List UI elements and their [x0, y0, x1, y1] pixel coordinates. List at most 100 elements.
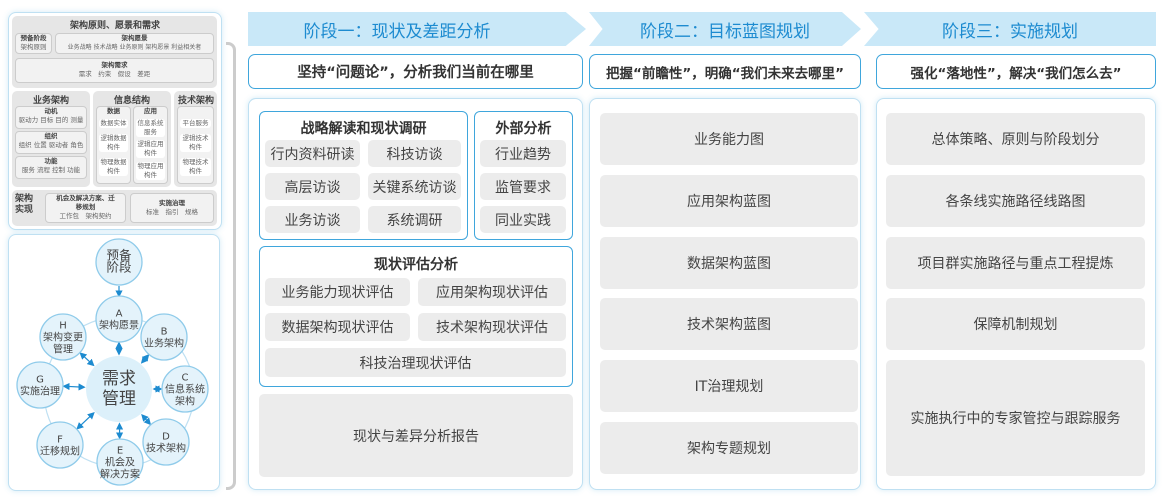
- vision-box: 架构愿景业务战略 技术战略 业务原则 架构愿景 利益相关者: [55, 33, 214, 54]
- external-item: 监管要求: [480, 173, 566, 200]
- assessment-item: 业务能力现状评估: [265, 278, 410, 306]
- phase-c-node-label: C: [182, 373, 189, 384]
- business-group: 组织组织 位置 驱动者 角色: [15, 131, 87, 154]
- phase-2-slogan: 把握“前瞻性”，明确“我们未来去哪里”: [589, 54, 861, 89]
- phase-g-node-label: G: [36, 375, 44, 386]
- gov-box: 实施治理标准 指引 规格: [130, 193, 214, 223]
- framework-panel: 架构原则、愿景和需求 预备阶段架构原则 架构愿景业务战略 技术战略 业务原则 架…: [8, 12, 222, 230]
- phase-e-node-circle: [96, 438, 144, 486]
- phase-e-node-label: E: [117, 446, 123, 457]
- data-title: 数据: [107, 107, 120, 115]
- phase-h-node-label: 架构变更: [43, 331, 83, 344]
- app-item: 信息系统服务: [136, 119, 165, 137]
- app-title: 应用: [144, 107, 157, 115]
- phase-a-node-label: 架构愿景: [99, 319, 139, 332]
- phase-c-node-label: 信息系统: [165, 383, 205, 396]
- phase-1-title: 阶段一：现状及差距分析: [303, 21, 491, 42]
- blueprint-item: IT治理规划: [600, 360, 858, 412]
- data-item: 逻辑数据构件: [99, 134, 128, 152]
- phase-3-banner: 阶段三：实施规划: [864, 12, 1156, 46]
- tech-box: 平台服务 逻辑技术构件 物理技术构件: [177, 106, 214, 184]
- strategy-item: 行内资料研读: [265, 140, 360, 167]
- assessment-item: 数据架构现状评估: [265, 313, 410, 341]
- prep-phase-node-label: 阶段: [106, 260, 131, 275]
- requirements-title: 架构需求: [101, 61, 128, 69]
- center-circle: [86, 356, 152, 422]
- phase-f-node-circle: [36, 421, 84, 469]
- phase-d-node-circle: [142, 418, 190, 466]
- phase-d-node-label: 技术架构: [146, 442, 186, 455]
- center-label: 需求: [102, 369, 136, 389]
- phase-h-node-circle: [39, 313, 87, 361]
- external-title: 外部分析: [495, 121, 552, 137]
- phase-b-node-label: B: [161, 327, 168, 338]
- blueprint-item: 数据架构蓝图: [600, 237, 858, 289]
- impl-title: 架构实现: [15, 194, 34, 215]
- business-title: 业务架构: [32, 96, 69, 106]
- phase-h-node-label: H: [59, 321, 67, 332]
- arrow: [141, 413, 152, 426]
- strategy-title: 战略解读和现状调研: [300, 121, 427, 137]
- phase-2-banner: 阶段二：目标蓝图规划: [589, 12, 861, 46]
- phase-b-node-label: 业务架构: [144, 337, 184, 350]
- business-group: 动机驱动力 目标 目的 测量: [15, 106, 87, 129]
- arrow: [76, 411, 95, 430]
- info-title: 信息结构: [113, 96, 150, 106]
- opp-items: 工作包 架构契约: [59, 212, 112, 220]
- group-title: 组织: [44, 132, 58, 140]
- assessment-box: 现状评估分析 业务能力现状评估 应用架构现状评估 数据架构现状评估 技术架构现状…: [259, 246, 573, 387]
- prep-box: 预备阶段架构原则: [15, 33, 52, 54]
- phase-a-node-label: A: [116, 309, 123, 320]
- arrow: [140, 353, 150, 364]
- phase-e-node-label: 机会及: [105, 456, 135, 469]
- report-item: 现状与差异分析报告: [259, 394, 573, 477]
- app-item: 物理应用构件: [136, 162, 165, 180]
- group-title: 动机: [44, 107, 58, 115]
- tech-item: 逻辑技术构件: [180, 134, 211, 152]
- strategy-item: 业务访谈: [265, 206, 360, 233]
- phase-2-title: 阶段二：目标蓝图规划: [640, 21, 810, 42]
- phase-f-node-label: 迁移规划: [40, 445, 80, 458]
- data-item: 数据实体: [99, 119, 128, 128]
- tech-title: 技术架构: [177, 96, 214, 106]
- group-items: 组织 位置 驱动者 角色: [18, 141, 84, 149]
- app-item: 逻辑应用构件: [136, 140, 165, 158]
- assessment-title: 现状评估分析: [374, 257, 458, 273]
- blueprint-item: 技术架构蓝图: [600, 298, 858, 350]
- group-items: 服务 流程 控制 功能: [21, 166, 81, 174]
- requirements-items: 需求 约束 假设 差距: [78, 70, 151, 78]
- group-title: 功能: [44, 157, 58, 165]
- external-item: 同业实践: [480, 206, 566, 233]
- requirements-box: 架构需求需求 约束 假设 差距: [15, 58, 214, 83]
- phase-g-node-circle: [16, 361, 64, 409]
- bracket: [226, 42, 236, 490]
- phase-b-node-circle: [140, 313, 188, 361]
- opp-title: 机会及解决方案、迁移规划: [56, 194, 115, 211]
- vision-title: 架构愿景: [121, 34, 148, 42]
- blueprint-item: 架构专题规划: [600, 422, 858, 474]
- strategy-item: 科技访谈: [368, 140, 461, 167]
- assessment-item: 科技治理现状评估: [265, 348, 566, 377]
- data-item: 物理数据构件: [99, 158, 128, 176]
- phase-c-node-circle: [161, 365, 209, 413]
- app-box: 应用 信息系统服务 逻辑应用构件 物理应用构件: [133, 106, 168, 184]
- data-box: 数据 数据实体 逻辑数据构件 物理数据构件: [96, 106, 131, 184]
- external-box: 外部分析 行业趋势 监管要求 同业实践: [474, 111, 573, 240]
- arrow: [62, 382, 86, 391]
- phase-g-node-label: 实施治理: [20, 385, 60, 398]
- prep-title: 预备阶段: [20, 34, 47, 42]
- vision-items: 业务战略 技术战略 业务原则 架构愿景 利益相关者: [67, 44, 202, 51]
- strategy-item: 关键系统访谈: [368, 173, 461, 200]
- implementation-item: 实施执行中的专家管控与跟踪服务: [886, 360, 1145, 476]
- phase-d-node-label: D: [162, 432, 170, 443]
- implementation-item: 总体策略、原则与阶段划分: [886, 113, 1145, 165]
- blueprint-item: 应用架构蓝图: [600, 175, 858, 227]
- gov-title: 实施治理: [159, 199, 185, 207]
- phase-a-node-circle: [95, 295, 143, 343]
